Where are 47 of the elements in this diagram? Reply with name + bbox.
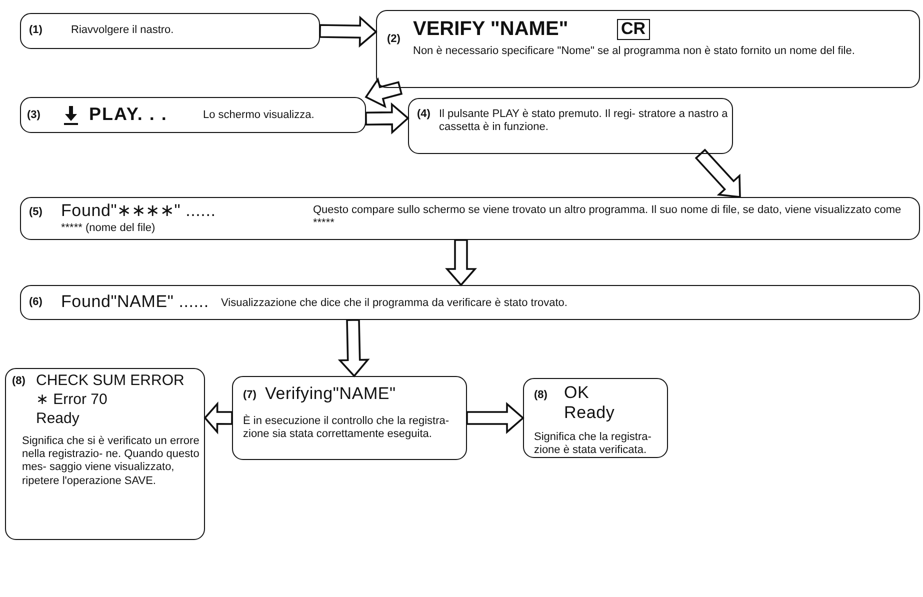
screen-message: Found"NAME" ...... [61,292,209,312]
step-box [5,368,205,540]
screen-message: Ready [564,403,615,424]
step-number: (1) [29,24,42,38]
step-box [232,376,467,460]
description-text: Questo compare sullo schermo se viene trovato un altro programma. Il suo nome di file, se dato, viene visualizzato come ***** [313,204,902,230]
step-number: (6) [29,296,42,310]
block-arrow [338,318,370,378]
step-number: (3) [27,109,40,122]
step-number: (5) [29,206,42,220]
description-text: Il pulsante PLAY è stato premuto. Il regi- stratore a nastro a cassetta è in funzione. [439,108,729,134]
block-arrow [204,402,233,434]
block-arrow [445,239,477,286]
step-box [20,197,920,240]
step-box [20,13,320,49]
command-text: PLAY. . . [89,104,168,126]
step-box [20,97,366,133]
step-box [408,98,733,154]
step-box [376,10,920,88]
step-number: (7) [243,389,256,402]
step-number: (8) [534,389,548,402]
step-box [20,285,920,320]
step-number: (8) [12,375,26,388]
screen-message: Found"∗∗∗∗" ...... [61,201,216,222]
key-label: CR [617,19,650,40]
description-text: Non è necessario specificare "Nome" se al programma non è stato fornito un nome del file. [413,45,856,58]
block-arrow [466,402,524,434]
command-text: VERIFY "NAME" [413,17,568,41]
screen-message: ∗ Error 70 [36,391,108,409]
block-arrow [364,77,403,108]
step-number: (4) [417,108,430,122]
step-number: (2) [387,33,400,46]
screen-message: OK [564,383,590,404]
block-arrow [365,102,410,134]
instruction-text: Riavvolgere il nastro. [71,24,174,38]
screen-message: Ready [36,410,80,428]
description-text: Visualizzazione che dice che il programma da verificare è stato trovato. [221,297,568,310]
description-text: È in esecuzione il controllo che la registra- zione sia stata correttamente eseguita. [243,415,450,442]
instruction-text: Lo schermo visualizza. [203,109,314,122]
note-text: ***** (nome del file) [61,222,156,236]
block-arrow [319,16,378,48]
screen-message: CHECK SUM ERROR [36,372,184,390]
step-box [523,378,668,458]
description-text: Significa che la registra- zione è stata verificata. [534,431,652,458]
screen-message: Verifying"NAME" [265,384,396,404]
block-arrow [694,148,741,198]
description-text: Significa che si è verificato un errore nella registrazio- ne. Quando questo mes- saggio viene visualizzato, ripetere l'operazione SAVE. [22,435,200,488]
